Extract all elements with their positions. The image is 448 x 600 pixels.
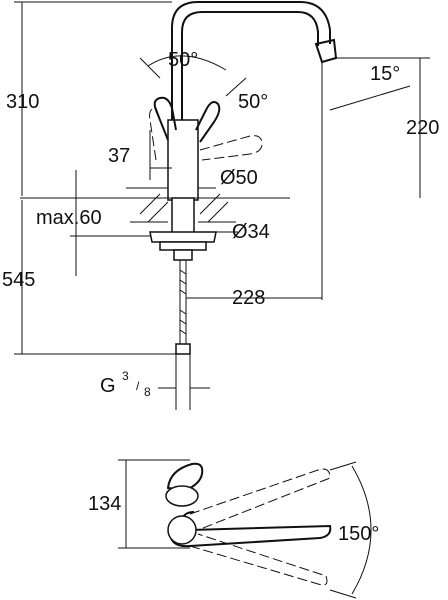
label-thread-num: 3: [122, 369, 129, 383]
dim-15-line: [329, 85, 411, 111]
top-spout-base: [167, 515, 197, 545]
dim-150-arc: [351, 465, 372, 595]
mount-washer: [159, 241, 207, 251]
spout-inner: [181, 11, 319, 120]
top-view: [118, 459, 372, 599]
label-thread-slash: /: [136, 379, 140, 393]
mount-nut: [149, 231, 217, 243]
label-37: 37: [108, 145, 130, 167]
label-d34: Ø34: [232, 221, 270, 243]
label-lever-angle-left: 50°: [168, 49, 198, 71]
label-g: G: [100, 375, 116, 397]
label-d50: Ø50: [220, 167, 258, 189]
label-228: 228: [232, 287, 265, 309]
spout-tip: [314, 38, 338, 64]
label-545: 545: [2, 269, 35, 291]
supply-hose: [179, 260, 187, 350]
top-spout-ghost-lower: [189, 533, 328, 586]
label-thread-den: 8: [144, 385, 151, 399]
lever-right: [195, 101, 221, 143]
label-220: 220: [406, 117, 439, 139]
label-134: 134: [88, 493, 121, 515]
mount-stud: [173, 249, 193, 261]
label-lever-angle-right: 50°: [238, 91, 268, 113]
top-body: [165, 485, 199, 507]
label-310: 310: [6, 91, 39, 113]
countertop-hatch: [20, 193, 290, 223]
top-lever: [166, 462, 204, 492]
faucet-body: [167, 119, 199, 201]
label-max60: max.60: [36, 207, 102, 229]
lever-ghost-left: [149, 107, 165, 161]
label-spout-tilt: 15°: [370, 63, 400, 85]
lever-ghost-right: [199, 135, 263, 161]
front-view: [14, 1, 430, 410]
top-spout-ghost-upper: [189, 468, 331, 531]
dim-50-arc: [147, 55, 227, 71]
lever-left: [153, 96, 177, 141]
label-150: 150°: [338, 523, 379, 545]
spout-outer: [171, 1, 331, 120]
hose-fitting: [175, 343, 191, 355]
